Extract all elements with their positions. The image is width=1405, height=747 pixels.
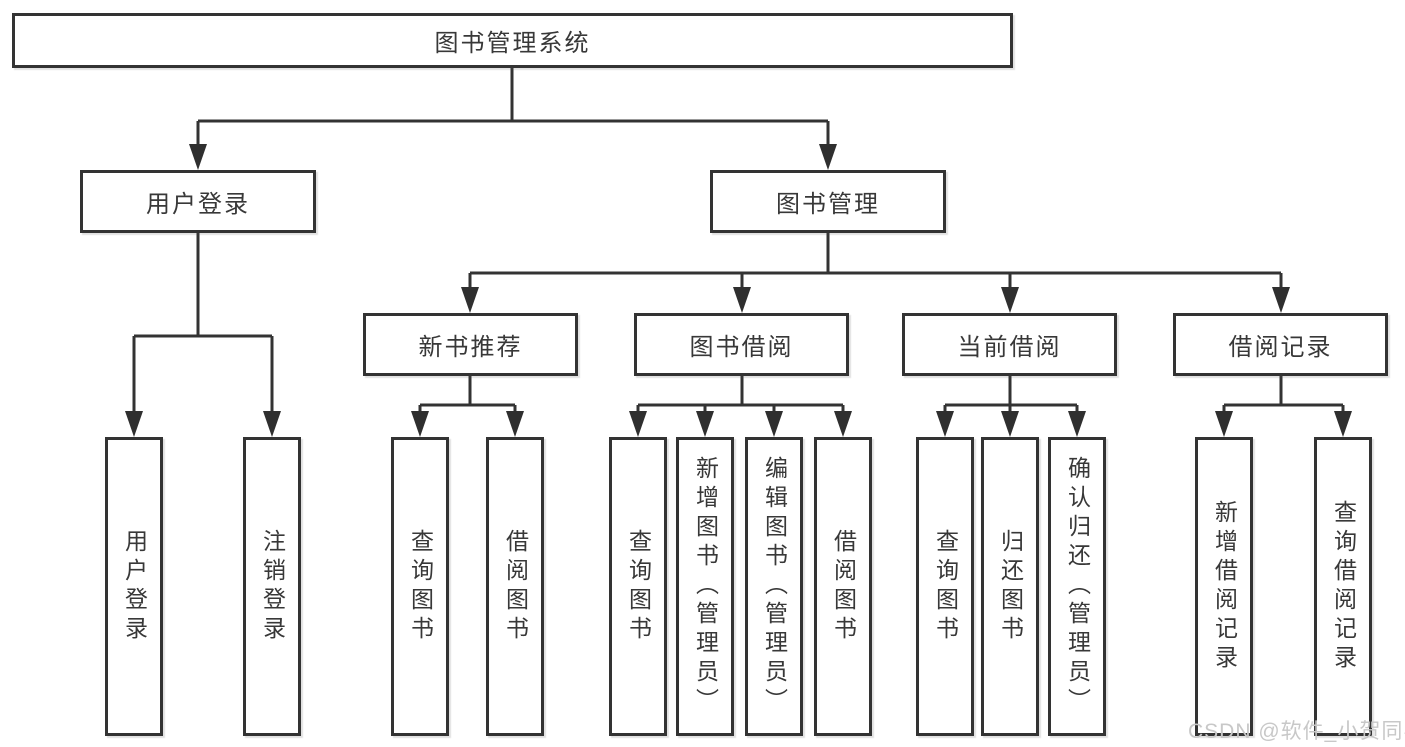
arrow-down-icon [506,411,524,437]
leaf-query-borrow-record: 查询借阅记录 [1314,437,1372,736]
arrow-down-icon [834,411,852,437]
connector-root-to-level2 [189,68,837,170]
connector-path [943,376,1079,415]
leaf-add-book-admin: 新增图书（管理员） [676,437,734,736]
node-new-book-recommend: 新书推荐 [363,313,578,376]
leaf-borrow-book-recommend: 借阅图书 [486,437,544,736]
arrow-down-icon [1215,411,1233,437]
connector-path [636,376,845,415]
node-book-management: 图书管理 [710,170,946,233]
connector-path [468,233,1283,291]
arrow-down-icon [125,411,143,437]
connector-book-management-to-level3 [461,233,1290,313]
connector-path [1222,376,1345,415]
leaf-query-book-current: 查询图书 [916,437,974,736]
leaf-return-book: 归还图书 [981,437,1039,736]
connector-book-borrow-to-leaves [629,376,852,437]
arrow-down-icon [189,144,207,170]
arrow-down-icon [629,411,647,437]
leaf-logout: 注销登录 [243,437,301,736]
arrow-down-icon [1001,287,1019,313]
arrow-down-icon [461,287,479,313]
arrow-down-icon [1001,411,1019,437]
node-root: 图书管理系统 [12,13,1013,68]
arrow-down-icon [263,411,281,437]
leaf-confirm-return-admin: 确认归还（管理员） [1048,437,1106,736]
leaf-edit-book-admin: 编辑图书（管理员） [745,437,803,736]
connector-user-login-to-leaves [125,233,281,437]
connector-path [418,376,517,415]
arrow-down-icon [1068,411,1086,437]
leaf-add-borrow-record: 新增借阅记录 [1195,437,1253,736]
csdn-watermark: CSDN @软件_小贺同学 [1188,720,1405,743]
node-borrow-record: 借阅记录 [1173,313,1388,376]
leaf-query-book-recommend: 查询图书 [391,437,449,736]
arrow-down-icon [733,287,751,313]
leaf-borrow-book: 借阅图书 [814,437,872,736]
arrow-down-icon [696,411,714,437]
connector-current-borrow-to-leaves [936,376,1086,437]
node-book-borrow: 图书借阅 [634,313,849,376]
connector-path [132,233,274,415]
node-current-borrow: 当前借阅 [902,313,1117,376]
arrow-down-icon [1272,287,1290,313]
connector-path [196,68,830,150]
arrow-down-icon [936,411,954,437]
connector-new-book-to-leaves [411,376,524,437]
leaf-user-login: 用户登录 [105,437,163,736]
node-user-login: 用户登录 [80,170,316,233]
connector-borrow-record-to-leaves [1215,376,1352,437]
arrow-down-icon [765,411,783,437]
arrow-down-icon [819,144,837,170]
arrow-down-icon [1334,411,1352,437]
leaf-query-book-borrow: 查询图书 [609,437,667,736]
arrow-down-icon [411,411,429,437]
